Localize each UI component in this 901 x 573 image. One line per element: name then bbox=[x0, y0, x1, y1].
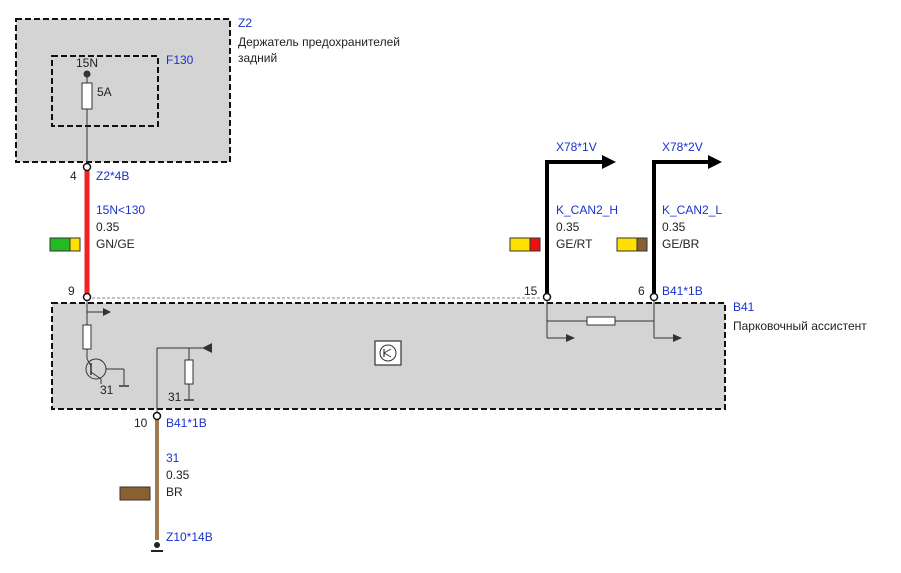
swatch-rt bbox=[529, 237, 541, 252]
ground-connector: B41*1B bbox=[166, 416, 207, 430]
parking-sensor-icon bbox=[374, 340, 402, 366]
swatch-ge bbox=[69, 237, 81, 252]
can-h-signal: K_CAN2_H bbox=[556, 203, 618, 217]
ground-color: BR bbox=[166, 485, 183, 499]
internal-arrow-icon bbox=[566, 334, 575, 342]
z2-title-line1: Держатель предохранителей bbox=[238, 35, 400, 49]
can-l-color: GE/BR bbox=[662, 237, 700, 251]
ground-swatch-br bbox=[119, 486, 151, 501]
can-h-size: 0.35 bbox=[556, 220, 580, 234]
b41-internal-power-circuit bbox=[82, 301, 129, 387]
swatch-gn bbox=[49, 237, 71, 252]
b41-ground-label-2: 31 bbox=[168, 390, 182, 404]
b41-id: B41 bbox=[733, 300, 755, 314]
fuse-f130-box[interactable] bbox=[51, 55, 159, 127]
can-l-swatch bbox=[616, 237, 648, 252]
ground-point-id: Z10*14B bbox=[166, 530, 213, 544]
can-h-arrow-icon bbox=[602, 155, 616, 169]
ground-point-dot bbox=[154, 542, 160, 548]
wire-power-15n[interactable] bbox=[82, 162, 92, 302]
b41-title: Парковочный ассистент bbox=[733, 319, 867, 333]
ground-signal: 31 bbox=[166, 451, 180, 465]
wire-can-l[interactable] bbox=[649, 155, 723, 302]
fuse-terminal-label: 15N bbox=[76, 56, 98, 70]
can-h-swatch bbox=[509, 237, 541, 252]
pin-10-terminal bbox=[152, 411, 162, 421]
ground-size: 0.35 bbox=[166, 468, 190, 482]
can-l-signal: K_CAN2_L bbox=[662, 203, 722, 217]
resistor-symbol bbox=[184, 359, 194, 385]
z2-title-line2: задний bbox=[238, 51, 277, 65]
z2-connector-id: Z2*4B bbox=[96, 169, 129, 183]
z2-pin-number: 4 bbox=[70, 169, 77, 183]
wire-ground-31[interactable] bbox=[151, 411, 163, 552]
termination-resistor bbox=[586, 316, 616, 326]
swatch-br bbox=[636, 237, 648, 252]
b41-can-termination bbox=[546, 301, 682, 342]
pin-9-terminal bbox=[82, 292, 92, 302]
wire-power-swatch bbox=[49, 237, 81, 252]
pin-4-terminal bbox=[82, 162, 92, 172]
can-l-arrow-icon bbox=[708, 155, 722, 169]
fuse-holder-box bbox=[15, 18, 231, 163]
can-h-pin: 15 bbox=[524, 284, 538, 298]
b41-internal-ground-circuit bbox=[156, 343, 212, 413]
pin-15-terminal bbox=[542, 292, 552, 302]
wire-can-h[interactable] bbox=[542, 155, 617, 302]
resistor-symbol bbox=[82, 324, 92, 350]
internal-arrow-icon bbox=[202, 343, 212, 353]
swatch-ge bbox=[616, 237, 638, 252]
can-l-pin: 6 bbox=[638, 284, 645, 298]
wire-power-size: 0.35 bbox=[96, 220, 120, 234]
can-l-connector: B41*1B bbox=[662, 284, 703, 298]
wire-power-signal: 15N<130 bbox=[96, 203, 145, 217]
wire-power-color: GN/GE bbox=[96, 237, 135, 251]
can-l-size: 0.35 bbox=[662, 220, 686, 234]
can-l-target: X78*2V bbox=[662, 140, 703, 154]
internal-arrow-icon bbox=[103, 308, 111, 316]
b41-power-pin: 9 bbox=[68, 284, 75, 298]
ground-pin-number: 10 bbox=[134, 416, 148, 430]
fuse-symbol bbox=[81, 82, 93, 110]
can-h-target: X78*1V bbox=[556, 140, 597, 154]
fuse-id: F130 bbox=[166, 53, 194, 67]
swatch-ge bbox=[509, 237, 531, 252]
z2-id: Z2 bbox=[238, 16, 252, 30]
internal-arrow-icon bbox=[673, 334, 682, 342]
fuse-holder-z2[interactable] bbox=[15, 18, 231, 163]
fuse-rating: 5A bbox=[97, 85, 112, 99]
pin-6-terminal bbox=[649, 292, 659, 302]
can-h-color: GE/RT bbox=[556, 237, 593, 251]
b41-ground-label-1: 31 bbox=[100, 383, 114, 397]
